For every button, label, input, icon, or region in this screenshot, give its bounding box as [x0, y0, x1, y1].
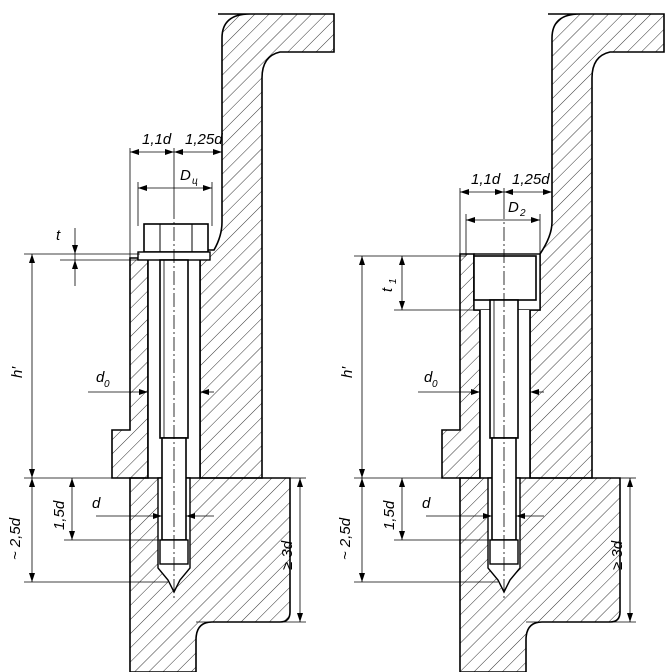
left-dim-hole-depth: ~ 2,5d [7, 517, 24, 560]
right-view: 1,1d 1,25d D 2 t 1 h′ d 0 [337, 13, 665, 672]
left-dim-head-dia: D [180, 167, 191, 184]
left-dim-1-1d: 1,1d [142, 131, 172, 148]
right-dim-thread-depth: 1,5d [381, 500, 398, 530]
left-dim-thread-dia: d [92, 495, 101, 512]
left-flange-block [111, 257, 149, 479]
right-dim-counterbore-dia: D [508, 199, 519, 216]
right-dim-length: h′ [339, 366, 356, 378]
right-dim-counterbore-depth: t [379, 287, 396, 292]
right-dim-thread-dia: d [422, 495, 431, 512]
right-dim-hole-dia: d [424, 369, 433, 386]
right-casing-upper [529, 13, 665, 479]
right-dim-counterbore-depth-sub: 1 [388, 278, 399, 284]
right-base [459, 477, 621, 672]
left-dim-flange-thickness: ≥ 3d [279, 540, 296, 570]
left-dim-hole-dia: d [96, 369, 105, 386]
right-dim-flange-thickness: ≥ 3d [609, 540, 626, 570]
right-dim-1-25d: 1,25d [512, 171, 550, 188]
left-bolt-head [143, 223, 209, 253]
left-view: 1,1d 1,25d D ц t h′ d 0 [7, 13, 335, 672]
left-dim-1-25d: 1,25d [185, 131, 223, 148]
left-base [129, 477, 291, 672]
left-dim-head-height: t [56, 227, 61, 244]
right-dim-counterbore-dia-sub: 2 [519, 208, 526, 219]
right-dim-hole-depth: ~ 2,5d [337, 517, 354, 560]
right-dim-hole-dia-sub: 0 [432, 379, 438, 390]
left-dim-head-dia-sub: ц [192, 176, 198, 187]
right-dim-1-1d: 1,1d [471, 171, 501, 188]
left-dim-thread-depth: 1,5d [51, 500, 68, 530]
left-dim-hole-dia-sub: 0 [104, 379, 110, 390]
left-casing-upper [199, 13, 335, 479]
right-bolt-head [473, 255, 537, 301]
left-dim-length: h′ [9, 366, 26, 378]
